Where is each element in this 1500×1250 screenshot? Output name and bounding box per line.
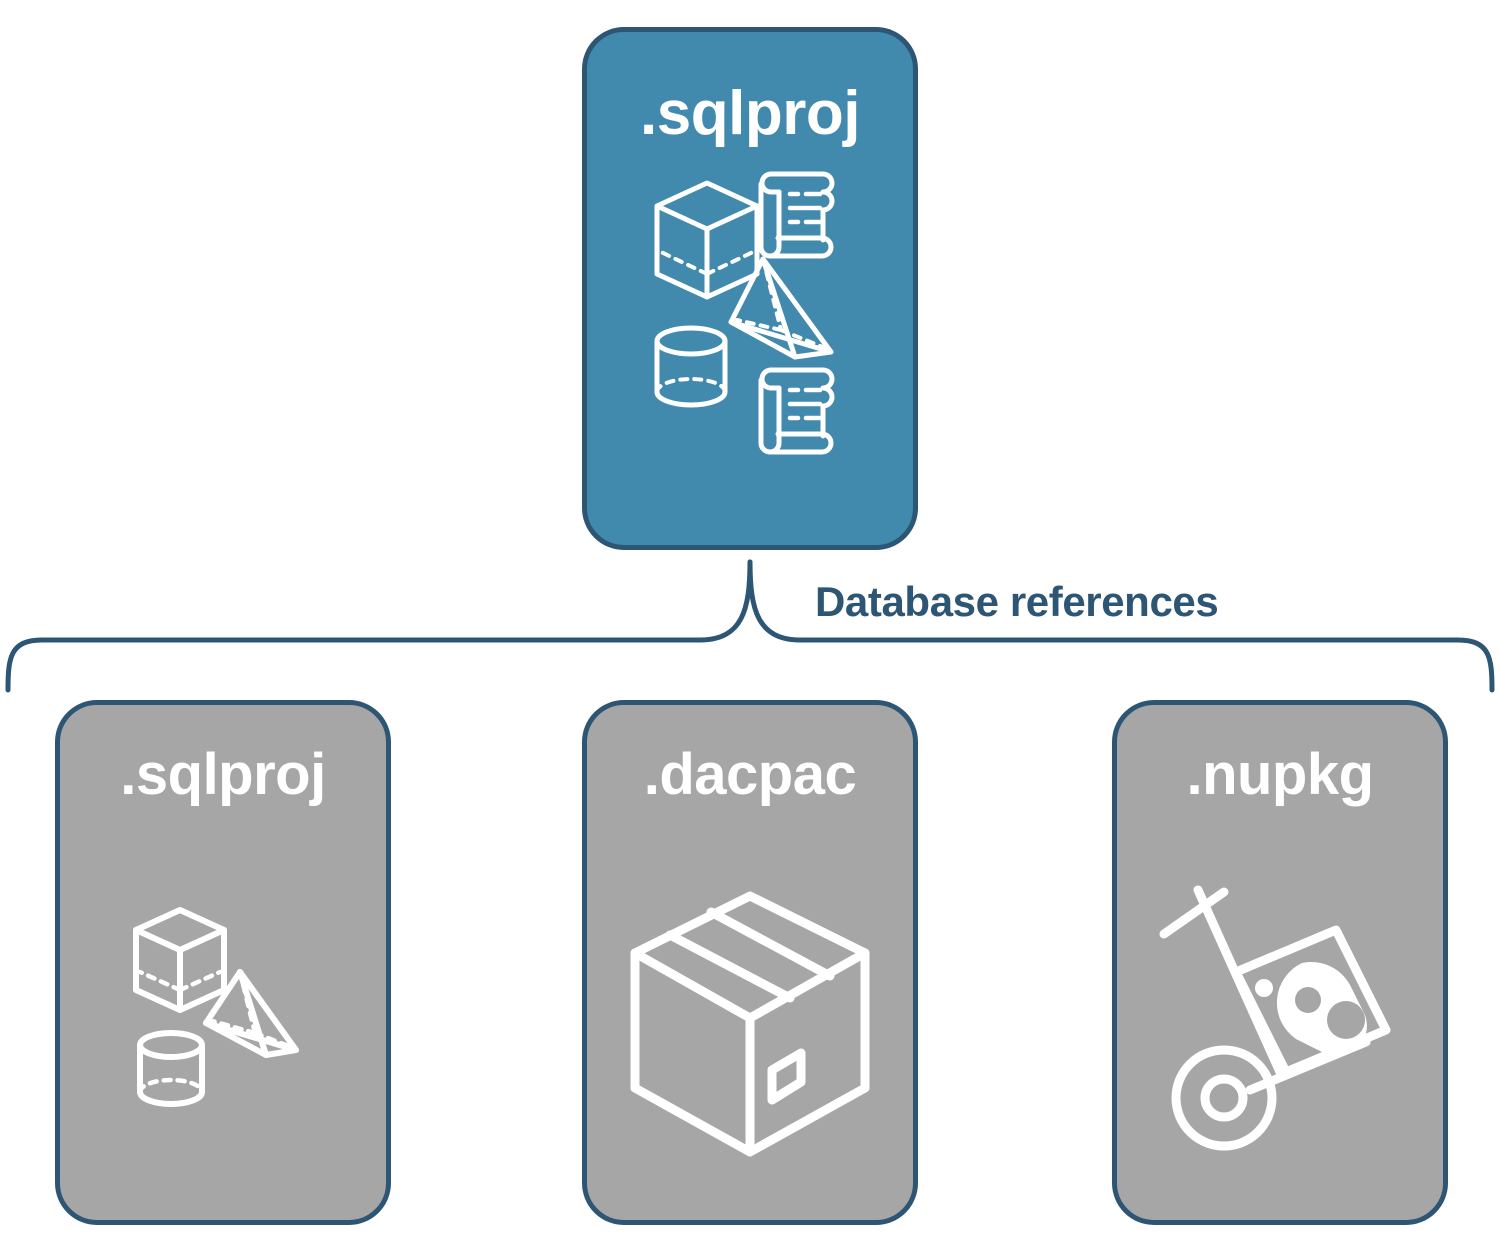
hand-truck-icon [1159,885,1391,1151]
pyramid-icon [203,969,299,1058]
card-target-dacpac-title: .dacpac [643,742,857,807]
card-source-title: .sqlproj [640,79,860,148]
card-target-dacpac-artwork [587,825,913,1225]
database-objects-group-icon [133,907,299,1107]
cylinder-icon [137,1030,205,1107]
database-references-brace [5,559,1495,693]
package-logo-cutouts-icon [1295,987,1365,1039]
connector-label: Database references [815,578,1219,625]
scroll-icon [758,367,835,455]
card-source-sqlproj[interactable]: .sqlproj [582,27,918,550]
scroll-icon [758,171,835,259]
database-objects-group-icon [654,171,835,455]
cylinder-icon [654,325,728,408]
package-box-icon [630,891,870,1157]
cube-icon [133,907,227,1013]
pyramid-icon [728,256,834,360]
card-target-sqlproj-artwork [60,825,386,1225]
cube-icon [654,180,760,300]
card-target-sqlproj[interactable]: .sqlproj [55,700,391,1225]
card-target-sqlproj-title: .sqlproj [120,742,326,807]
card-target-dacpac[interactable]: .dacpac [582,700,918,1225]
card-target-nupkg[interactable]: .nupkg [1112,700,1448,1225]
card-source-artwork [587,162,913,455]
card-target-nupkg-title: .nupkg [1186,742,1374,807]
card-target-nupkg-artwork [1117,825,1443,1225]
